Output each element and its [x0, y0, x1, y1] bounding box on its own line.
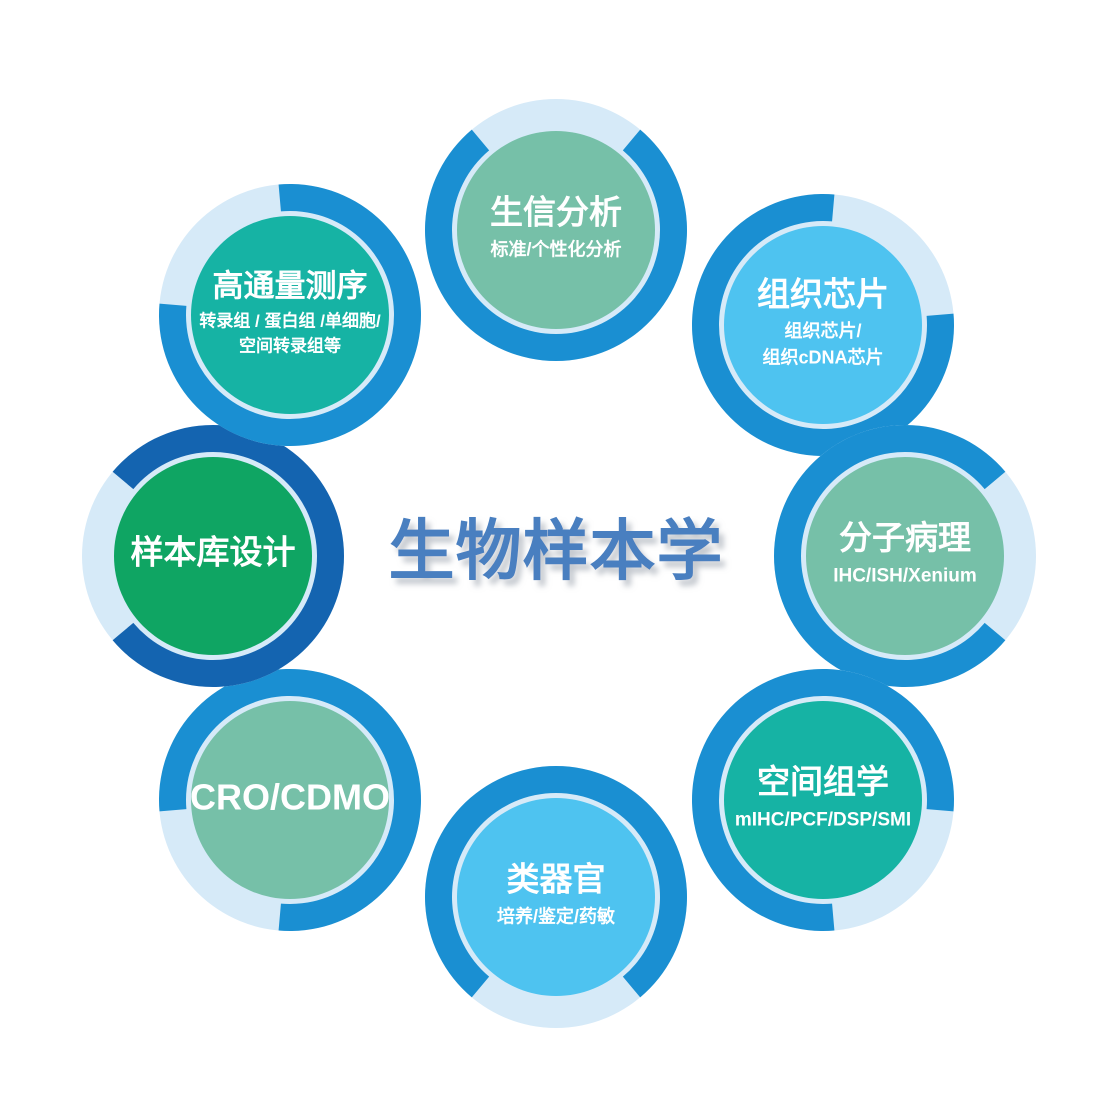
node-disc-molecular-pathology	[806, 457, 1004, 655]
node-title-organoid: 类器官	[507, 861, 606, 898]
node-subtitle-tissue-microarray-line-2: 组织cDNA芯片	[762, 346, 883, 367]
node-title-molecular-pathology: 分子病理	[839, 519, 971, 556]
node-title-cro-cdmo: CRO/CDMO	[190, 777, 390, 818]
node-subtitle-spatial-omics-line-1: mIHC/PCF/DSP/SMI	[735, 810, 911, 831]
node-disc-high-throughput-sequencing	[191, 216, 389, 414]
node-biobank-design[interactable]: 样本库设计	[82, 425, 344, 687]
center-title: 生物样本学	[389, 513, 724, 587]
node-subtitle-high-throughput-sequencing-line-1: 转录组 / 蛋白组 /单细胞/	[199, 311, 381, 331]
node-title-tissue-microarray: 组织芯片	[757, 276, 889, 313]
node-subtitle-organoid-line-1: 培养/鉴定/药敏	[497, 905, 616, 926]
node-disc-spatial-omics	[724, 701, 922, 899]
node-disc-tissue-microarray	[724, 226, 922, 424]
node-subtitle-bioinformatics-line-1: 标准/个性化分析	[489, 238, 621, 259]
node-title-high-throughput-sequencing: 高通量测序	[213, 269, 368, 304]
node-subtitle-molecular-pathology-line-1: IHC/ISH/Xenium	[833, 566, 977, 587]
center-label-group: 生物样本学	[389, 513, 724, 587]
node-disc-cro-cdmo	[191, 701, 389, 899]
node-cro-cdmo[interactable]: CRO/CDMO	[159, 669, 421, 931]
node-molecular-pathology[interactable]: 分子病理 IHC/ISH/Xenium	[774, 425, 1036, 687]
node-group-layer: 生信分析标准/个性化分析组织芯片组织芯片/组织cDNA芯片分子病理IHC/ISH…	[82, 99, 1036, 1028]
node-title-bioinformatics: 生信分析	[490, 194, 622, 231]
node-disc-organoid	[457, 798, 655, 996]
node-title-biobank-design: 样本库设计	[131, 535, 296, 572]
node-subtitle-high-throughput-sequencing-line-2: 空间转录组等	[239, 335, 341, 355]
node-accent-arc-biobank-design	[112, 425, 344, 687]
node-subtitle-tissue-microarray-line-1: 组织芯片/	[784, 320, 861, 341]
node-accent-arc-bioinformatics	[425, 129, 687, 361]
node-disc-biobank-design	[114, 457, 312, 655]
node-accent-arc-molecular-pathology	[774, 425, 1006, 687]
node-accent-arc-organoid	[425, 766, 687, 998]
node-title-spatial-omics: 空间组学	[757, 763, 889, 800]
node-spatial-omics[interactable]: 空间组学 mIHC/PCF/DSP/SMI	[691, 668, 955, 932]
node-disc-bioinformatics	[457, 131, 655, 329]
